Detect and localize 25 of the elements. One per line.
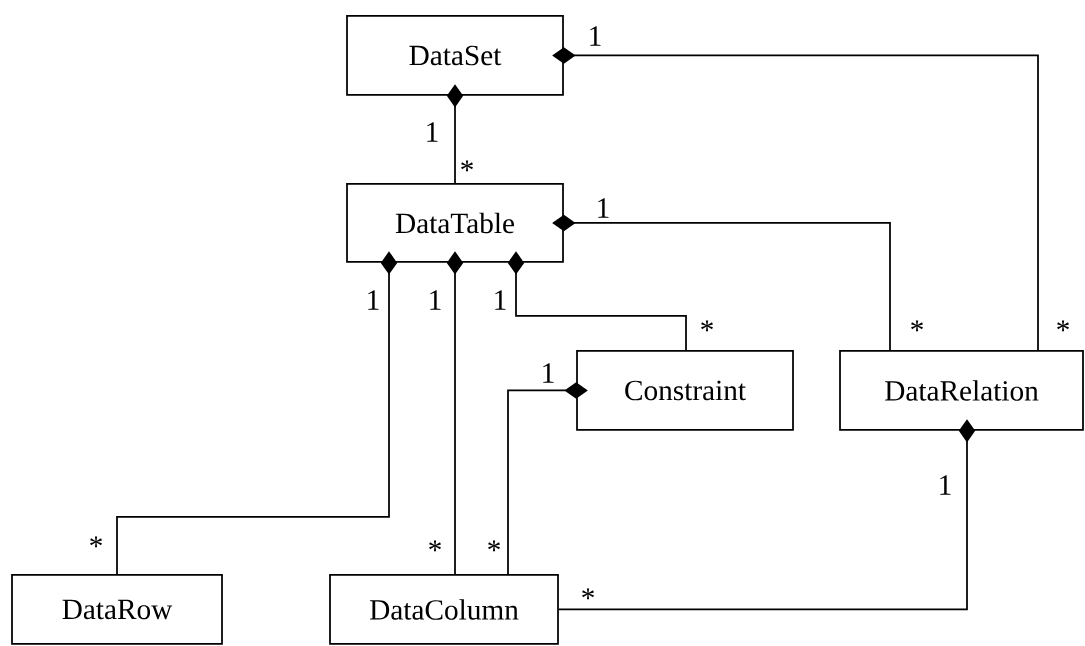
composition-line: [507, 382, 588, 575]
class-box: Constraint: [576, 350, 794, 431]
multiplicity-label: 1: [590, 26, 601, 46]
class-box: DataTable: [346, 183, 564, 263]
class-box: DataRow: [11, 574, 223, 645]
multiplicity-label: 1: [368, 290, 379, 310]
multiplicity-label: *: [911, 320, 923, 332]
multiplicity-label: *: [488, 540, 500, 552]
multiplicity-label: 1: [495, 290, 506, 310]
multiplicity-label: *: [429, 540, 441, 552]
class-box: DataColumn: [329, 574, 559, 645]
multiplicity-label: 1: [427, 122, 438, 142]
multiplicity-label: *: [582, 588, 594, 600]
multiplicity-label: *: [701, 320, 713, 332]
composition-line: [507, 251, 687, 351]
composition-line: [552, 47, 1039, 351]
multiplicity-label: *: [1057, 320, 1069, 332]
multiplicity-label: *: [461, 160, 473, 172]
multiplicity-label: 1: [598, 198, 609, 218]
class-box: DataSet: [346, 15, 564, 96]
class-box: DataRelation: [839, 350, 1084, 431]
multiplicity-label: 1: [940, 475, 951, 495]
multiplicity-label: 1: [543, 363, 554, 383]
multiplicity-label: *: [90, 536, 102, 548]
multiplicity-label: 1: [430, 290, 441, 310]
